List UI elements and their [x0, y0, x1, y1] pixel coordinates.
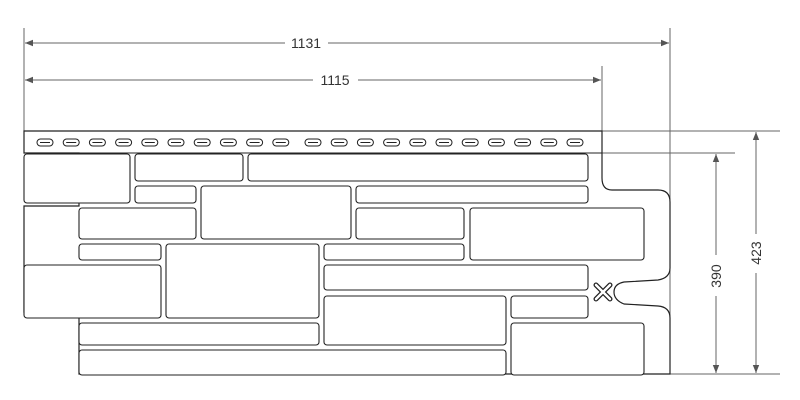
- dimension-label-423: 423: [748, 241, 764, 265]
- stone-block: [510, 322, 645, 376]
- stone-block: [247, 153, 589, 182]
- dimension-label-390: 390: [708, 264, 724, 288]
- stone-block: [78, 207, 197, 240]
- dimension-label-1115: 1115: [320, 72, 349, 88]
- dimension-panel-width: 1115: [25, 72, 601, 88]
- stone-block: [23, 153, 131, 204]
- dimension-panel-height: 390: [708, 154, 724, 373]
- stone-block: [469, 207, 645, 261]
- stone-block: [323, 295, 507, 346]
- stone-block: [134, 185, 197, 204]
- dimension-overall-width: 1131: [25, 35, 669, 51]
- fastener-cross-icon: [593, 282, 613, 302]
- stone-block: [23, 264, 162, 319]
- stone-block: [78, 243, 162, 261]
- stone-block: [134, 153, 244, 182]
- stone-block: [355, 185, 589, 204]
- stone-block: [510, 295, 589, 319]
- stone-block: [323, 264, 589, 291]
- stone-block: [323, 243, 465, 261]
- stone-block: [355, 207, 465, 240]
- stone-block: [78, 322, 320, 346]
- stone-block: [200, 185, 352, 240]
- stone-block: [165, 243, 320, 319]
- dimension-label-1131: 1131: [291, 35, 321, 51]
- dimension-overall-height: 423: [748, 132, 764, 373]
- stone-block: [78, 349, 507, 376]
- stone-pattern: [23, 153, 645, 376]
- nail-slots: [36, 138, 584, 147]
